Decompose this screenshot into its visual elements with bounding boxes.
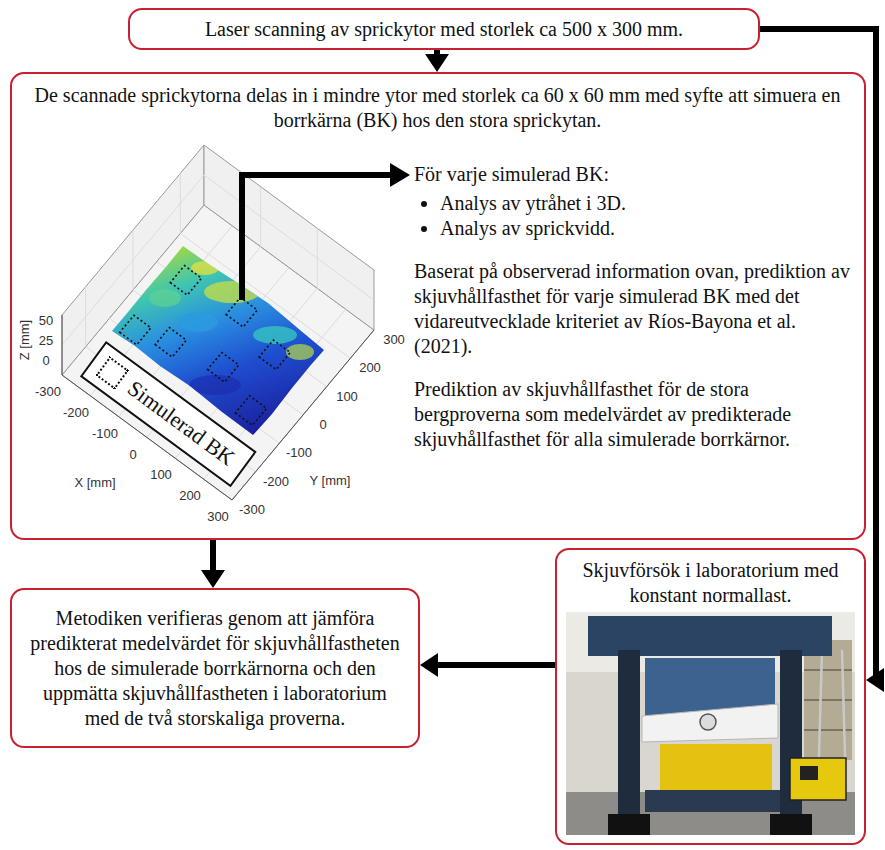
shelf-line	[804, 699, 852, 701]
dotted-square	[120, 315, 151, 345]
label-text: Simulerad BK	[122, 375, 240, 472]
dotted-square-icon	[95, 356, 129, 390]
gauge	[700, 714, 716, 730]
process-box: Laser scanning av sprickytor med storlek…	[128, 8, 760, 50]
dotted-square	[235, 396, 266, 426]
shear-box	[642, 704, 778, 742]
connector-line	[760, 29, 882, 680]
surface-patch	[286, 344, 314, 360]
surface-patch	[189, 375, 241, 395]
connector	[425, 50, 449, 72]
tick-label: -100	[286, 446, 312, 459]
tick-label: -200	[263, 475, 289, 488]
z-axis	[62, 315, 63, 375]
text-column: För varje simulerad BK: Analys av ytråhet…	[414, 162, 854, 452]
column-base	[608, 814, 650, 835]
grid-line	[85, 287, 86, 347]
tick-label: 50	[39, 314, 53, 327]
column-base	[770, 814, 812, 835]
tick-label: 0	[129, 448, 136, 461]
label-box: Simulerad BK	[80, 341, 256, 486]
dotted-square	[226, 298, 257, 328]
tick-label: -300	[239, 503, 265, 516]
dotted-square	[208, 353, 239, 383]
base-plate	[645, 790, 780, 812]
paragraph-text: För varje simulerad BK:	[414, 162, 854, 187]
grid-line	[260, 187, 261, 247]
tick-label: 200	[179, 489, 201, 502]
grid-line	[133, 230, 134, 290]
tick-label: -100	[92, 427, 118, 440]
process-box: Metodiken verifieras genom att jämföra p…	[10, 588, 420, 748]
axis-title: X [mm]	[74, 476, 115, 489]
dotted-square	[170, 266, 201, 296]
box-text: Skjuvförsök i laboratorium med konstant …	[567, 558, 854, 608]
shelf-line	[804, 669, 852, 671]
yellow-block	[660, 744, 772, 790]
press-column	[618, 650, 640, 820]
pointer-line	[242, 175, 392, 300]
tick-label: 300	[383, 333, 405, 346]
tick-label: -300	[35, 385, 61, 398]
photo-background	[566, 612, 855, 835]
box-text: Metodiken verifieras genom att jämföra p…	[24, 606, 406, 731]
arrow-head	[866, 668, 884, 692]
bullet-text: Analys av sprickvidd.	[440, 216, 854, 241]
axis-title: Y [mm]	[310, 474, 351, 487]
connector-line	[436, 662, 555, 668]
connector-line	[210, 540, 216, 572]
connector	[420, 653, 555, 677]
tick-label: 100	[150, 468, 172, 481]
grid-lines	[62, 173, 374, 479]
surface-patch	[149, 289, 181, 307]
surface-patch	[204, 281, 260, 303]
axis-title: Z [mm]	[18, 320, 31, 360]
pointer-head	[390, 163, 410, 187]
tick-label: 200	[359, 361, 381, 374]
paragraph-text: Baserat på observerad information ovan, …	[414, 259, 854, 359]
tick-label: 100	[336, 390, 358, 403]
surface-patches	[149, 261, 314, 395]
grid-line	[317, 228, 318, 288]
hydraulic-panel	[800, 766, 818, 780]
paragraph-text: Prediktion av skjuvhållfasthet för de st…	[414, 377, 854, 452]
arrow-head	[425, 54, 449, 72]
tick-label: 300	[207, 510, 229, 523]
pointer-arrow	[242, 163, 410, 300]
plot-axes	[62, 145, 374, 500]
connector	[201, 540, 225, 588]
tick-label: -200	[63, 406, 89, 419]
lab-photo	[566, 612, 855, 835]
bullet-list: Analys av ytråhet i 3D.Analys av sprickv…	[414, 191, 854, 241]
heading-text: De scannade sprickytorna delas in i mind…	[26, 83, 849, 133]
box-text: Laser scanning av sprickytor med storlek…	[205, 17, 683, 42]
arrow-head	[420, 653, 438, 677]
hydraulic-unit	[790, 758, 846, 800]
tick-label: 25	[39, 334, 53, 347]
tick-label: 0	[319, 418, 326, 431]
dotted-square	[155, 328, 186, 358]
process-box: De scannade sprickytorna delas in i mind…	[10, 72, 866, 540]
surface-patch	[178, 312, 218, 332]
grid-line	[180, 173, 181, 233]
tick-label: 0	[42, 354, 49, 367]
process-box: Skjuvförsök i laboratorium med konstant …	[555, 548, 866, 845]
arrow-head	[201, 570, 225, 588]
dotted-square	[259, 340, 290, 370]
surface-patch	[253, 326, 297, 344]
bullet-text: Analys av ytråhet i 3D.	[440, 191, 854, 216]
